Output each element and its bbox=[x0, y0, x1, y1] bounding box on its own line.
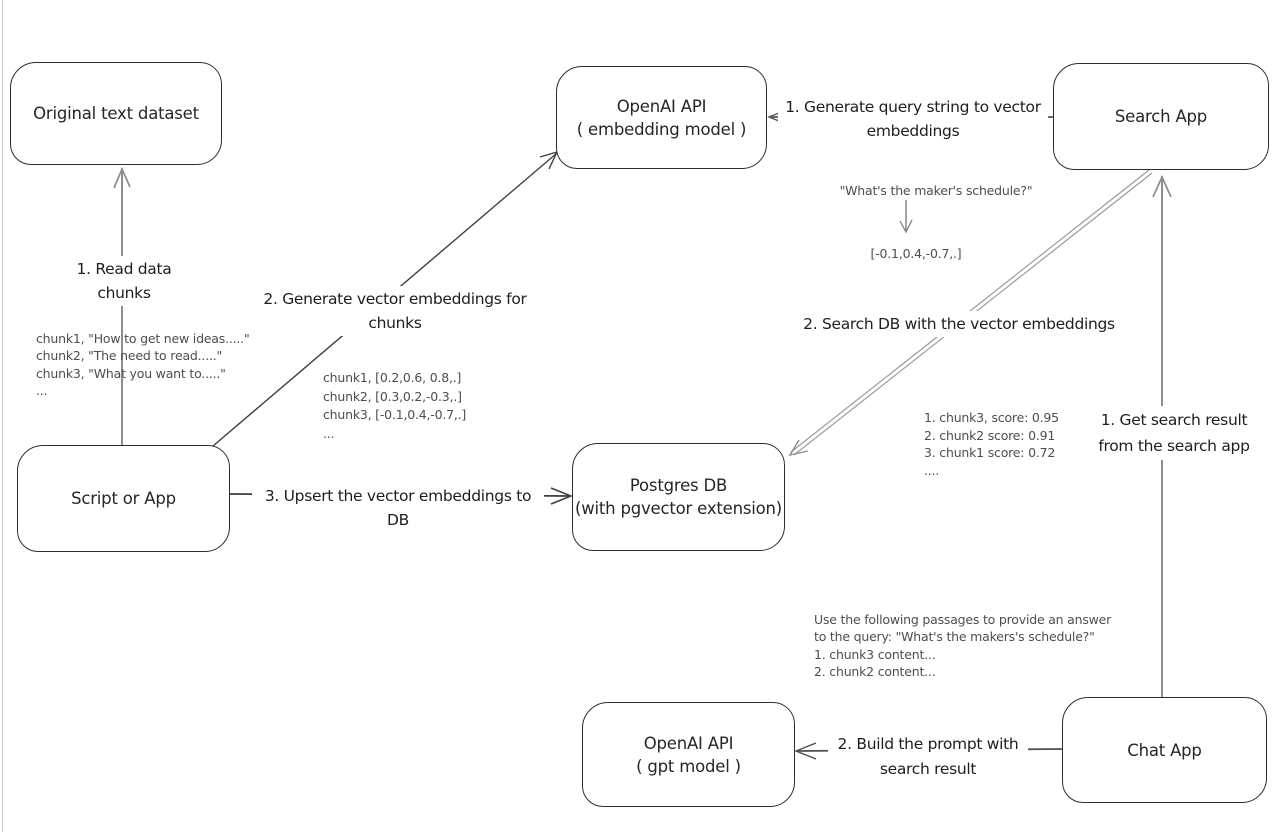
node-search-app: Search App bbox=[1053, 63, 1269, 170]
node-chat-app: Chat App bbox=[1062, 697, 1267, 803]
note-line: 1. chunk3 content... bbox=[814, 646, 936, 662]
note-line: 1. chunk3, score: 0.95 bbox=[924, 410, 1059, 425]
note-line: Use the following passages to provide an… bbox=[814, 612, 1112, 627]
step-line2: search result bbox=[879, 760, 977, 778]
note-chunk-texts: chunk1, "How to get new ideas....." chun… bbox=[36, 330, 250, 399]
node-label: Original text dataset bbox=[33, 104, 199, 123]
step-get-search-result: 1. Get search result from the search app bbox=[1083, 406, 1265, 460]
note-line: chunk3, "What you want to....." bbox=[36, 365, 226, 381]
note-line: chunk2, "The need to read....." bbox=[36, 348, 223, 364]
step-line1: 1. Get search result bbox=[1100, 411, 1248, 429]
node-label-line1: OpenAI API bbox=[643, 733, 734, 753]
step-read-data-chunks: 1. Read data chunks bbox=[46, 256, 202, 306]
node-label: Search App bbox=[1114, 107, 1208, 126]
note-line: ... bbox=[323, 425, 335, 441]
node-label: Chat App bbox=[1127, 740, 1202, 760]
note-line: .... bbox=[924, 462, 940, 478]
note-line: ... bbox=[36, 382, 48, 398]
arrow-read-chunks bbox=[113, 166, 131, 445]
note-search-scores: 1. chunk3, score: 0.95 2. chunk2 score: … bbox=[924, 409, 1059, 479]
node-label: Script or App bbox=[71, 489, 176, 508]
step-search-db: 2. Search DB with the vector embeddings bbox=[792, 311, 1126, 337]
note-line: to the query: "What's the makers's sched… bbox=[814, 629, 1095, 645]
node-postgres-db: Postgres DB (with pgvector extension) bbox=[572, 443, 785, 551]
note-line: chunk1, "How to get new ideas....." bbox=[36, 331, 250, 346]
step-line1: 1. Generate query string to vector bbox=[785, 98, 1041, 116]
note-query-vector: [-0.1,0.4,-0.7,.] bbox=[870, 246, 962, 261]
step-upsert-db: 3. Upsert the vector embeddings to DB bbox=[252, 483, 544, 533]
note-line: 2. chunk2 content... bbox=[814, 664, 936, 680]
node-label-line1: OpenAI API bbox=[616, 96, 707, 116]
node-label-line2: (with pgvector extension) bbox=[574, 499, 783, 518]
note-line: chunk3, [-0.1,0.4,-0.7,.] bbox=[323, 407, 467, 423]
node-label-line2: ( gpt model ) bbox=[636, 756, 741, 776]
step-line2: embeddings bbox=[866, 122, 960, 140]
step-line2: from the search app bbox=[1098, 437, 1250, 455]
note-line: chunk1, [0.2,0.6, 0.8,.] bbox=[323, 370, 462, 385]
note-line: 2. chunk2 score: 0.91 bbox=[924, 427, 1056, 443]
canvas-left-border bbox=[2, 0, 3, 832]
note-chunk-vectors: chunk1, [0.2,0.6, 0.8,.] chunk2, [0.3,0.… bbox=[323, 369, 466, 443]
step-line1: 2. Build the prompt with bbox=[837, 735, 1019, 753]
node-label-line1: Postgres DB bbox=[629, 476, 728, 495]
step-build-prompt: 2. Build the prompt with search result bbox=[828, 731, 1028, 783]
note-prompt-text: Use the following passages to provide an… bbox=[814, 611, 1111, 681]
note-query-string: "What's the maker's schedule?" bbox=[839, 183, 1033, 198]
note-line: 3. chunk1 score: 0.72 bbox=[924, 445, 1056, 461]
node-label-line2: ( embedding model ) bbox=[576, 119, 747, 139]
arrow-query-embedding bbox=[899, 200, 913, 234]
note-line: chunk2, [0.3,0.2,-0.3,.] bbox=[323, 388, 462, 404]
step-generate-embeddings: 2. Generate vector embeddings for chunks bbox=[234, 286, 556, 336]
node-openai-gpt: OpenAI API ( gpt model ) bbox=[582, 702, 795, 807]
node-openai-embedding: OpenAI API ( embedding model ) bbox=[556, 66, 767, 169]
step-query-to-vector: 1. Generate query string to vector embed… bbox=[778, 94, 1048, 144]
node-original-text-dataset: Original text dataset bbox=[10, 62, 222, 165]
node-script-or-app: Script or App bbox=[17, 445, 230, 552]
